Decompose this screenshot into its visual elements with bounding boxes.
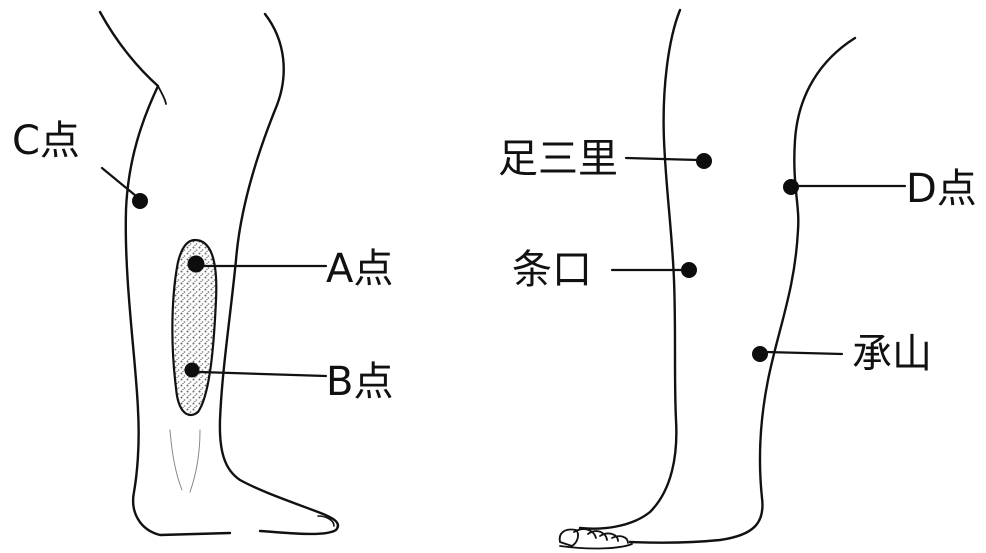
leader-zusanli xyxy=(626,158,698,160)
left-leg-inner-contour xyxy=(220,14,338,534)
point-marker-chengshan xyxy=(752,346,768,362)
leader-b xyxy=(200,372,326,376)
point-marker-b xyxy=(185,363,200,378)
label-point-d: D点 xyxy=(906,169,977,209)
left-leg xyxy=(100,12,338,535)
point-marker-a xyxy=(188,256,205,273)
left-leg-knee-crease xyxy=(158,86,166,104)
label-point-tiaokou: 条口 xyxy=(512,250,592,290)
label-point-chengshan: 承山 xyxy=(852,334,932,374)
point-marker-d xyxy=(783,179,799,195)
label-point-b: B点 xyxy=(326,362,393,402)
point-marker-tiaokou xyxy=(681,262,697,278)
label-point-zusanli: 足三里 xyxy=(498,139,618,179)
right-leg-toes xyxy=(560,529,632,548)
leader-chengshan xyxy=(766,352,842,354)
label-point-c: C点 xyxy=(12,121,80,161)
label-point-a: A点 xyxy=(326,249,393,289)
right-leg xyxy=(580,10,855,543)
